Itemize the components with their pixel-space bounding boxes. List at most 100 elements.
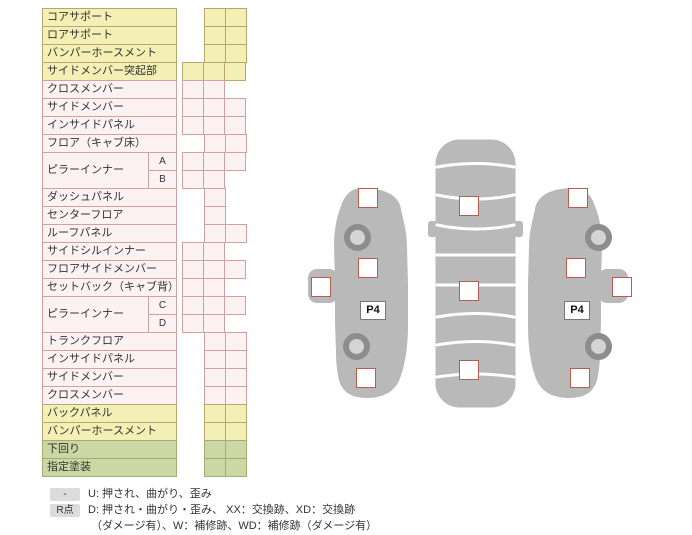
inspection-marker-square <box>566 258 586 278</box>
inspection-marker-square <box>612 277 632 297</box>
damage-code-cell <box>203 170 225 189</box>
damage-code-cell <box>182 62 204 81</box>
damage-code-cell <box>224 98 246 117</box>
damage-code-cell <box>203 296 225 315</box>
part-row: サイドシルインナー <box>42 242 247 261</box>
damage-code-cell <box>182 296 204 315</box>
legend-badge-u: - <box>50 487 80 501</box>
part-row: B <box>42 170 247 189</box>
part-label: セットバック（キャブ背） <box>42 278 177 297</box>
vehicle-diagram: P4 P4 <box>300 130 692 430</box>
part-row: バンパーホースメント <box>42 44 247 63</box>
part-label: サイドメンバー <box>42 98 177 117</box>
part-label: ダッシュパネル <box>42 188 177 207</box>
part-row: D <box>42 314 247 333</box>
part-row: 指定塗装 <box>42 458 247 477</box>
part-label: インサイドパネル <box>42 116 177 135</box>
parts-table: コアサポートロアサポートバンパーホースメントサイドメンバー突起部クロスメンバーサ… <box>42 8 247 477</box>
legend-line-r: R点 D: 押され・曲がり・歪み、 XX：交換跡、XD：交換跡 <box>50 503 377 517</box>
legend-line-u: - U: 押され、曲がり、歪み <box>50 487 377 501</box>
p4-badge: P4 <box>360 301 386 320</box>
part-row: クロスメンバー <box>42 386 247 405</box>
damage-code-cell <box>182 152 204 171</box>
damage-code-cell <box>204 206 226 225</box>
damage-code-cell <box>203 116 225 135</box>
damage-code-cell <box>182 242 204 261</box>
damage-code-cell <box>182 260 204 279</box>
legend: - U: 押され、曲がり、歪み R点 D: 押され・曲がり・歪み、 XX：交換跡… <box>50 487 377 535</box>
part-row: インサイドパネル <box>42 116 247 135</box>
damage-code-cell <box>225 44 247 63</box>
damage-code-cell <box>204 26 226 45</box>
damage-code-cell <box>225 404 247 423</box>
right-mirror-tab <box>514 221 523 237</box>
damage-code-cell <box>203 314 225 333</box>
damage-code-cell <box>182 80 204 99</box>
damage-code-cell <box>203 98 225 117</box>
inspection-marker-square <box>358 258 378 278</box>
part-row: バックパネル <box>42 404 247 423</box>
p4-badge: P4 <box>564 301 590 320</box>
damage-code-cell <box>224 152 246 171</box>
damage-code-cell <box>204 8 226 27</box>
damage-code-cell <box>204 134 226 153</box>
part-row: コアサポート <box>42 8 247 27</box>
damage-code-cell <box>203 62 225 81</box>
inspection-marker-square <box>568 188 588 208</box>
damage-code-cell <box>224 260 246 279</box>
damage-code-cell <box>182 314 204 333</box>
part-label: フロア（キャブ床） <box>42 134 177 153</box>
part-row: 下回り <box>42 440 247 459</box>
part-row: インサイドパネル <box>42 350 247 369</box>
damage-code-cell <box>203 80 225 99</box>
part-label: サイドメンバー突起部 <box>42 62 177 81</box>
damage-code-cell <box>182 116 204 135</box>
damage-code-cell <box>204 458 226 477</box>
damage-code-cell <box>204 386 226 405</box>
legend-text-r: D: 押され・曲がり・歪み、 XX：交換跡、XD：交換跡 <box>88 504 356 516</box>
part-label: サイドメンバー <box>42 368 177 387</box>
part-row: ダッシュパネル <box>42 188 247 207</box>
part-label: ピラーインナー <box>42 296 149 333</box>
damage-code-cell <box>224 296 246 315</box>
part-label: フロアサイドメンバー <box>42 260 177 279</box>
damage-code-cell <box>204 440 226 459</box>
part-label: バンパーホースメント <box>42 44 177 63</box>
part-row: フロア（キャブ床） <box>42 134 247 153</box>
rear-wheel-icon <box>585 333 612 360</box>
inspection-marker-square <box>459 196 479 216</box>
part-row: サイドメンバー <box>42 368 247 387</box>
damage-code-cell <box>225 440 247 459</box>
damage-code-cell <box>204 422 226 441</box>
damage-code-cell <box>204 44 226 63</box>
damage-code-cell <box>224 62 246 81</box>
damage-code-cell <box>225 422 247 441</box>
inspection-marker-square <box>358 188 378 208</box>
legend-line-r2: （ダメージ有）、W：補修跡、WD：補修跡（ダメージ有） <box>91 519 377 533</box>
damage-code-cell <box>225 458 247 477</box>
damage-code-cell <box>203 242 225 261</box>
part-row: サイドメンバー <box>42 98 247 117</box>
part-label: コアサポート <box>42 8 177 27</box>
damage-code-cell <box>204 188 226 207</box>
damage-code-cell <box>204 404 226 423</box>
damage-code-cell <box>225 332 247 351</box>
part-row: ルーフパネル <box>42 224 247 243</box>
part-label: トランクフロア <box>42 332 177 351</box>
damage-code-cell <box>225 386 247 405</box>
legend-text-u: U: 押され、曲がり、歪み <box>88 488 212 500</box>
part-row: フロアサイドメンバー <box>42 260 247 279</box>
part-label: インサイドパネル <box>42 350 177 369</box>
damage-code-cell <box>225 350 247 369</box>
part-sub-label: C <box>148 296 177 315</box>
damage-code-cell <box>204 350 226 369</box>
part-label: 下回り <box>42 440 177 459</box>
damage-code-cell <box>204 368 226 387</box>
part-sub-label: A <box>148 152 177 171</box>
part-label: クロスメンバー <box>42 386 177 405</box>
damage-code-cell <box>225 134 247 153</box>
damage-code-cell <box>225 8 247 27</box>
